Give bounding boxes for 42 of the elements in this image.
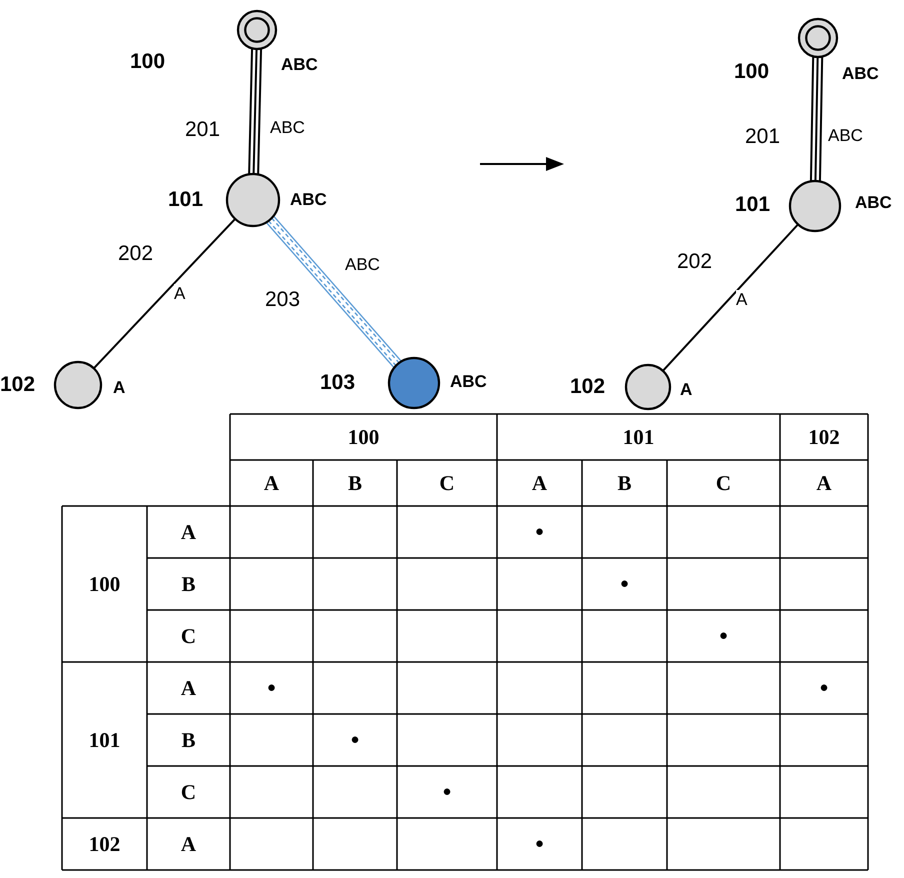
column-header: 102 (808, 425, 840, 449)
row-header: B (181, 728, 196, 752)
node-annotation: ABC (281, 55, 318, 75)
node-number: 101 (168, 188, 204, 212)
row-header: C (180, 780, 196, 804)
node-number: 100 (734, 60, 770, 84)
node-annotation: ABC (855, 193, 892, 213)
dot-mark: ● (819, 679, 829, 698)
column-header: 101 (622, 425, 654, 449)
node-number: 102 (0, 373, 36, 397)
node-number: 103 (320, 371, 356, 395)
column-header: A (816, 471, 832, 495)
dot-mark: ● (534, 523, 544, 542)
node-annotation: ABC (842, 64, 879, 84)
column-header: A (264, 471, 280, 495)
node-number: 100 (130, 50, 166, 74)
dot-mark: ● (620, 575, 630, 594)
row-header: C (180, 624, 196, 648)
column-header: C (439, 471, 455, 495)
row-header: 101 (88, 728, 120, 752)
row-header: 100 (88, 572, 120, 596)
column-header: B (348, 471, 362, 495)
dot-mark: ● (350, 731, 360, 750)
dot-mark: ● (266, 679, 276, 698)
row-header: 102 (88, 832, 120, 856)
column-header: B (617, 471, 632, 495)
dot-mark: ● (442, 783, 452, 802)
node-annotation: A (680, 380, 692, 400)
node-annotation: A (113, 378, 126, 398)
row-header: A (180, 676, 196, 700)
node-annotation: ABC (290, 190, 327, 210)
node-number: 101 (735, 193, 770, 217)
dot-mark: ● (718, 627, 728, 646)
row-header: B (181, 572, 196, 596)
node-annotation: ABC (450, 372, 487, 392)
column-header: C (716, 471, 732, 495)
column-header: 100 (348, 425, 380, 449)
node-number: 102 (570, 375, 606, 399)
column-header: A (532, 471, 548, 495)
row-header: A (180, 520, 196, 544)
dot-mark: ● (534, 835, 544, 854)
row-header: A (180, 832, 196, 856)
